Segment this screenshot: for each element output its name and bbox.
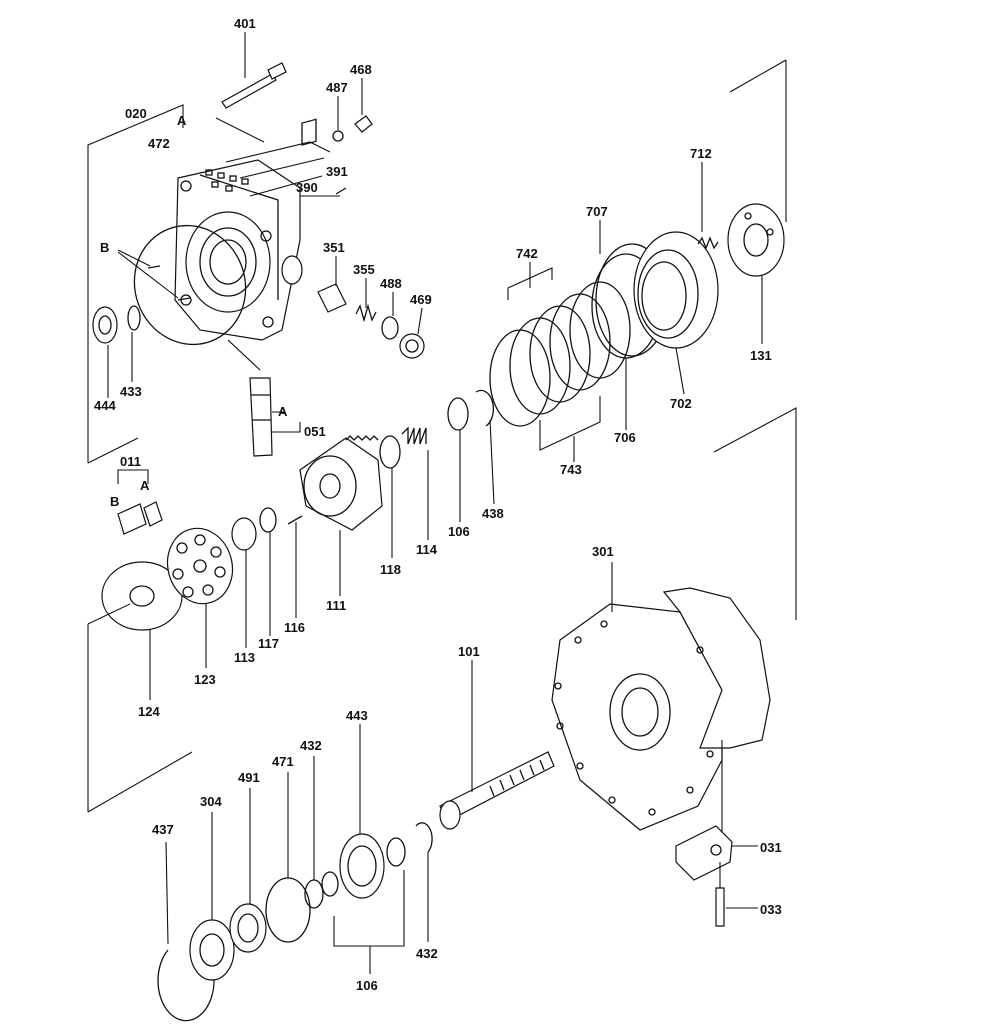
part-390 <box>301 118 317 146</box>
plug-469 <box>399 333 425 359</box>
label-113: 113 <box>234 650 255 665</box>
label-432-bot: 432 <box>416 946 438 961</box>
label-101: 101 <box>458 644 480 659</box>
spring-355 <box>355 303 377 323</box>
label-472: 472 <box>148 136 170 151</box>
label-443: 443 <box>346 708 368 723</box>
label-123: 123 <box>194 672 216 687</box>
label-702: 702 <box>670 396 692 411</box>
label-117: 117 <box>258 636 279 651</box>
cylinder-block-111 <box>299 437 383 531</box>
ring-118 <box>379 435 401 469</box>
pin-116 <box>287 515 303 525</box>
brake-group <box>489 59 787 462</box>
o-ring-488 <box>381 316 399 340</box>
part-391 <box>335 187 347 195</box>
part-labels: 401 468 487 020 A 472 391 390 B 351 355 … <box>94 16 782 993</box>
label-707: 707 <box>586 204 608 219</box>
label-487: 487 <box>326 80 348 95</box>
label-301: 301 <box>592 544 614 559</box>
label-304: 304 <box>200 794 222 809</box>
housing-301 <box>551 603 723 831</box>
label-020: 020 <box>125 106 147 121</box>
bearing-443 <box>339 833 385 899</box>
label-b-top: B <box>100 240 109 255</box>
label-468: 468 <box>350 62 372 77</box>
plate-743 <box>489 329 551 427</box>
valve-plate-131 <box>727 203 785 277</box>
o-ring-471 <box>265 877 311 943</box>
label-a-051: A <box>278 404 288 419</box>
label-437: 437 <box>152 822 174 837</box>
spacer-113 <box>231 517 257 551</box>
ring-433 <box>127 305 141 331</box>
label-433: 433 <box>120 384 142 399</box>
plug-487 <box>332 130 344 142</box>
ring-491 <box>229 903 267 953</box>
label-471: 471 <box>272 754 294 769</box>
bearing-b <box>117 503 147 535</box>
plug-351 <box>317 283 347 313</box>
label-491: 491 <box>238 770 260 785</box>
label-a-top: A <box>177 113 187 128</box>
label-432-top: 432 <box>300 738 322 753</box>
bolt-401 <box>221 73 277 109</box>
housing-group <box>439 407 797 927</box>
bracket-020 <box>87 104 184 160</box>
bracket-011 <box>117 469 149 484</box>
label-124: 124 <box>138 704 160 719</box>
spool-051 <box>249 377 273 457</box>
label-051: 051 <box>304 424 326 439</box>
label-390: 390 <box>296 180 318 195</box>
label-401: 401 <box>234 16 256 31</box>
valve-cover-group <box>87 32 425 464</box>
label-a-011: A <box>140 478 150 493</box>
label-444: 444 <box>94 398 116 413</box>
label-469: 469 <box>410 292 432 307</box>
label-106-bot: 106 <box>356 978 378 993</box>
plug-468 <box>354 115 373 133</box>
label-706: 706 <box>614 430 636 445</box>
label-391: 391 <box>326 164 348 179</box>
label-114: 114 <box>416 542 438 557</box>
o-ring-472 <box>133 224 247 346</box>
label-355: 355 <box>353 262 375 277</box>
label-438: 438 <box>482 506 504 521</box>
ring-106-bot <box>386 837 406 867</box>
label-031: 031 <box>760 840 782 855</box>
piston-702 <box>633 231 719 349</box>
ring-117 <box>259 507 277 533</box>
spring-114 <box>401 426 427 445</box>
bearing-group <box>157 724 433 1022</box>
snap-ring-432-bot <box>415 822 433 853</box>
label-488: 488 <box>380 276 402 291</box>
cylinder-group <box>87 389 495 813</box>
label-011: 011 <box>120 454 141 469</box>
label-743: 743 <box>560 462 582 477</box>
snap-ring-438 <box>475 389 495 427</box>
label-118: 118 <box>380 562 401 577</box>
label-b-011: B <box>110 494 119 509</box>
seal-304 <box>189 919 235 981</box>
bearing-444 <box>92 306 118 344</box>
cover-bore <box>185 211 271 313</box>
bolt-033 <box>715 887 725 927</box>
label-712: 712 <box>690 146 712 161</box>
label-116: 116 <box>284 620 305 635</box>
label-033: 033 <box>760 902 782 917</box>
label-351: 351 <box>323 240 345 255</box>
label-742: 742 <box>516 246 538 261</box>
label-111: 111 <box>326 598 346 613</box>
block-031 <box>675 825 733 881</box>
label-106-mid: 106 <box>448 524 470 539</box>
ring-106 <box>447 397 469 431</box>
label-131: 131 <box>750 348 772 363</box>
spring-712 <box>697 236 719 250</box>
